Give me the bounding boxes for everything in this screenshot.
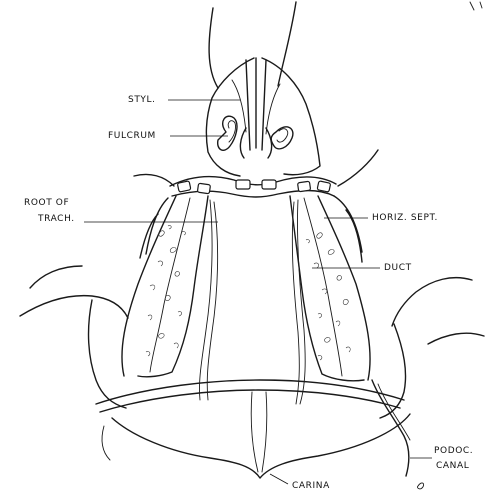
gnathosoma-right-outline <box>262 58 320 175</box>
left-trachea-mid <box>150 198 190 372</box>
label-styl: STYL. <box>128 95 156 105</box>
stylet-shafts <box>246 58 266 150</box>
left-duct-parallel <box>207 202 217 400</box>
right-duct-parallel <box>292 202 299 404</box>
label-duct: DUCT <box>384 263 412 273</box>
carina-keel <box>251 392 267 472</box>
right-trachea-lobes <box>334 196 362 262</box>
label-fulcrum: FULCRUM <box>108 131 156 141</box>
right-fulcrum-loop-inner <box>277 129 288 142</box>
signature-mark <box>417 483 423 489</box>
left-outer-contour-2 <box>30 266 82 288</box>
transverse-bar-upper <box>170 177 336 186</box>
left-shoulder-line <box>134 174 174 186</box>
label-podoc-canal-line2: CANAL <box>436 461 469 472</box>
lower-plate-top-inner <box>100 390 400 412</box>
right-trachea-outer <box>318 196 370 380</box>
right-outer-contour-2 <box>428 333 484 344</box>
label-horiz-sept: HORIZ. SEPT. <box>372 213 438 223</box>
podocephalic-canal-inner <box>378 384 410 440</box>
transverse-bar-lower <box>172 191 334 198</box>
left-lateral-wall <box>89 300 126 408</box>
left-trachea-inner <box>138 196 208 377</box>
left-trachea-lobes <box>140 198 168 258</box>
right-shoulder-line <box>338 150 378 186</box>
lower-plate-top <box>96 380 404 404</box>
left-stylet-bristle <box>209 8 218 88</box>
label-root-of-trach-line1: ROOT OF <box>24 198 69 209</box>
left-duct <box>199 200 212 400</box>
carina-leader <box>270 474 288 484</box>
corner-marks <box>470 2 482 10</box>
right-outer-contour-1 <box>392 278 472 326</box>
left-lower-stroke <box>102 426 110 460</box>
label-root-of-trach-line2: TRACH. <box>38 214 75 225</box>
left-outer-contour-1 <box>20 296 128 318</box>
lower-plate-bottom <box>112 414 410 478</box>
label-carina: CARINA <box>292 481 330 491</box>
right-trachea-mid <box>304 198 342 376</box>
right-fulcrum-loop-outer <box>271 127 293 149</box>
right-stylet-bristle <box>278 2 296 86</box>
left-tracheal-texture <box>146 225 185 356</box>
label-podoc-canal-line1: PODOC. <box>434 446 473 457</box>
